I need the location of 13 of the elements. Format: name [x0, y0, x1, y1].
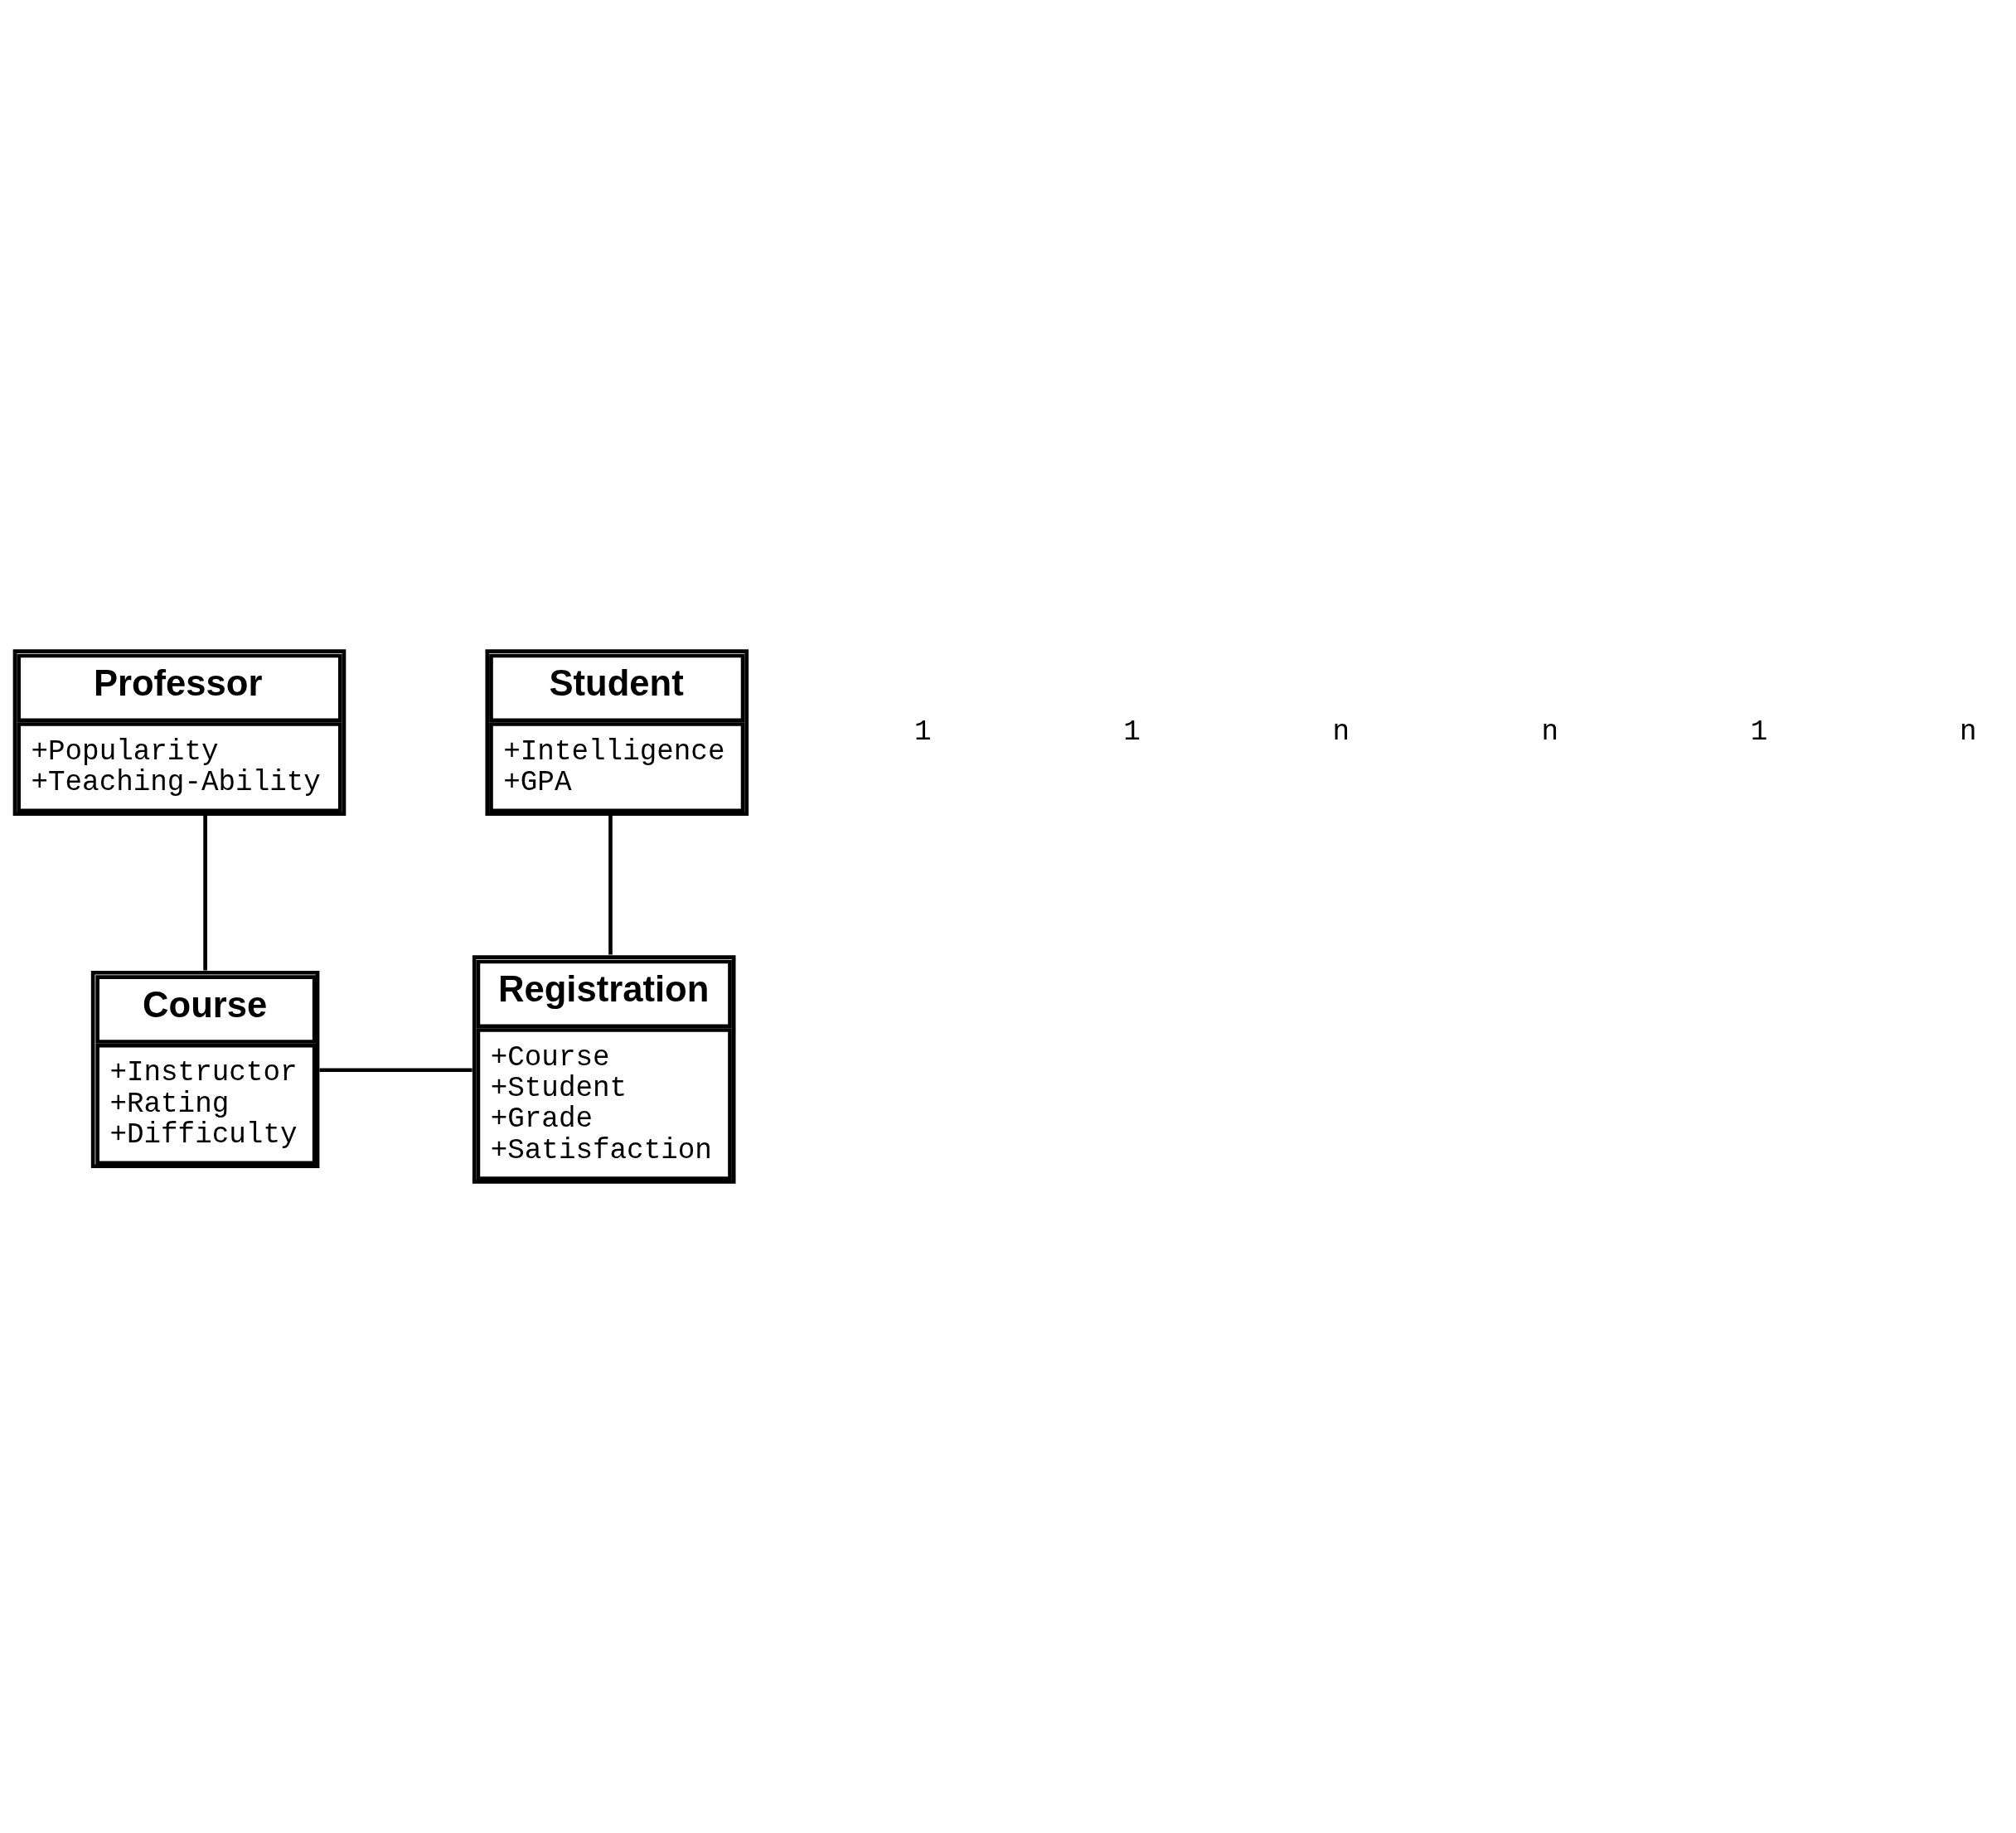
- node-box: Registration +Course +Student +Grade +Satisfaction: [472, 955, 736, 1184]
- label: 1: [914, 715, 932, 749]
- label: 1: [1123, 715, 1141, 749]
- node-box: Professor +Popularity +Teaching-Ability: [12, 649, 346, 817]
- node-box: Student +Intelligence +GPA: [485, 649, 749, 817]
- label: 1: [1750, 715, 1768, 749]
- label: n: [1541, 715, 1559, 749]
- label: n: [1960, 715, 1977, 749]
- connector: [608, 816, 613, 955]
- connector: [319, 1068, 472, 1073]
- connector: [203, 816, 207, 971]
- label: n: [1332, 715, 1350, 749]
- node-box: Course +Instructor +Rating +Difficulty: [90, 970, 320, 1169]
